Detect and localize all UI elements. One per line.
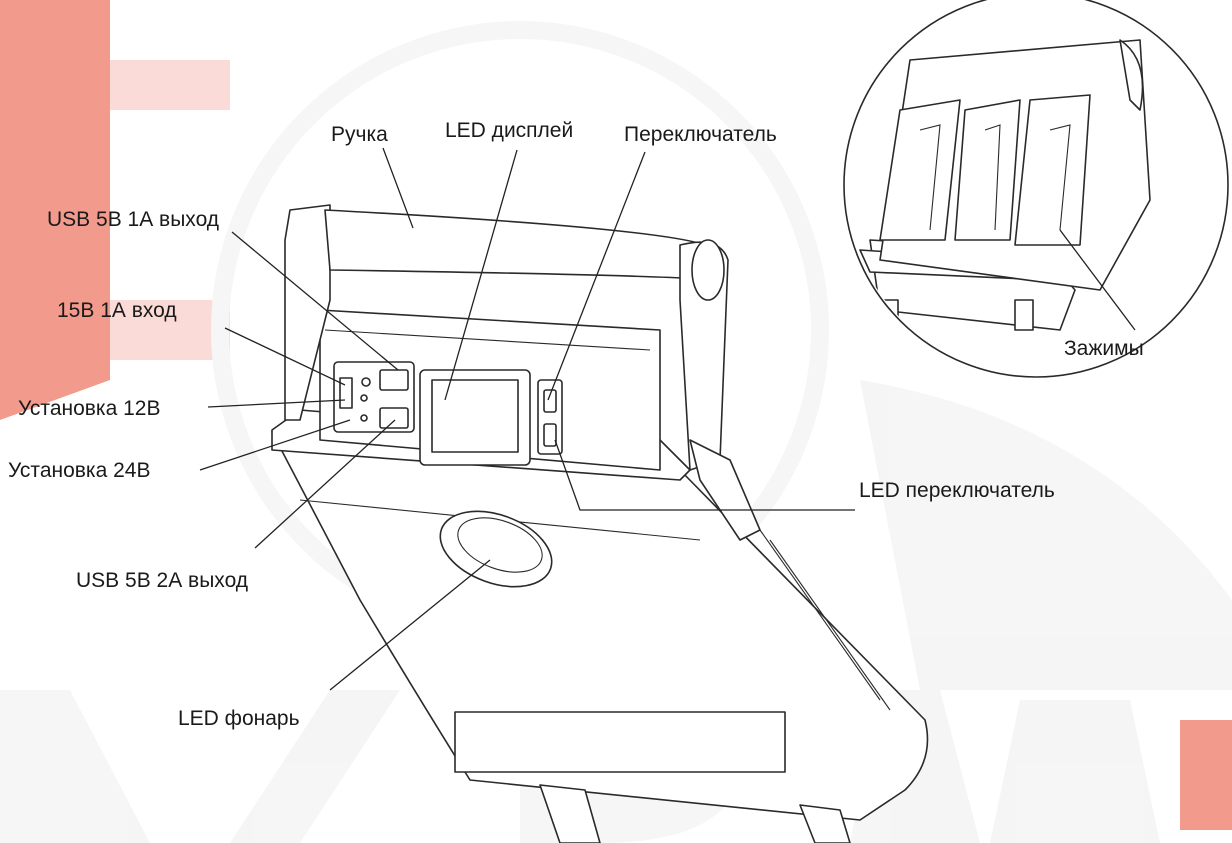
led-switch-button-icon (543, 423, 557, 447)
clamp-right-icon (1014, 94, 1091, 246)
clamps-inset (843, 0, 1229, 378)
label-clamps: Зажимы (1064, 337, 1144, 360)
label-setting-24v: Установка 24В (8, 459, 150, 482)
label-input-15v-1a: 15В 1А вход (57, 299, 177, 322)
label-switch: Переключатель (624, 123, 777, 146)
label-usb-5v-1a-out: USB 5В 1А выход (47, 208, 219, 231)
label-led-switch: LED переключатель (859, 479, 1055, 502)
label-handle: Ручка (331, 123, 388, 146)
label-setting-12v: Установка 12В (18, 397, 160, 420)
power-bank-body (271, 204, 929, 843)
leader-lines (199, 147, 1136, 691)
usb-port-2a-icon (379, 407, 409, 429)
callout-labels: Ручка LED дисплей Переключатель USB 5В 1… (8, 119, 1144, 730)
usb-port-1a-icon (379, 369, 409, 391)
handle-hinge-icon (691, 239, 725, 301)
switch-button-icon (543, 389, 557, 413)
input-port-icon (339, 377, 353, 409)
clamp-left-icon (879, 99, 961, 241)
led-display-icon (431, 379, 519, 453)
label-usb-5v-2a-out: USB 5В 2А выход (76, 569, 248, 592)
label-led-display: LED дисплей (445, 119, 573, 142)
label-led-flashlight: LED фонарь (178, 707, 300, 730)
